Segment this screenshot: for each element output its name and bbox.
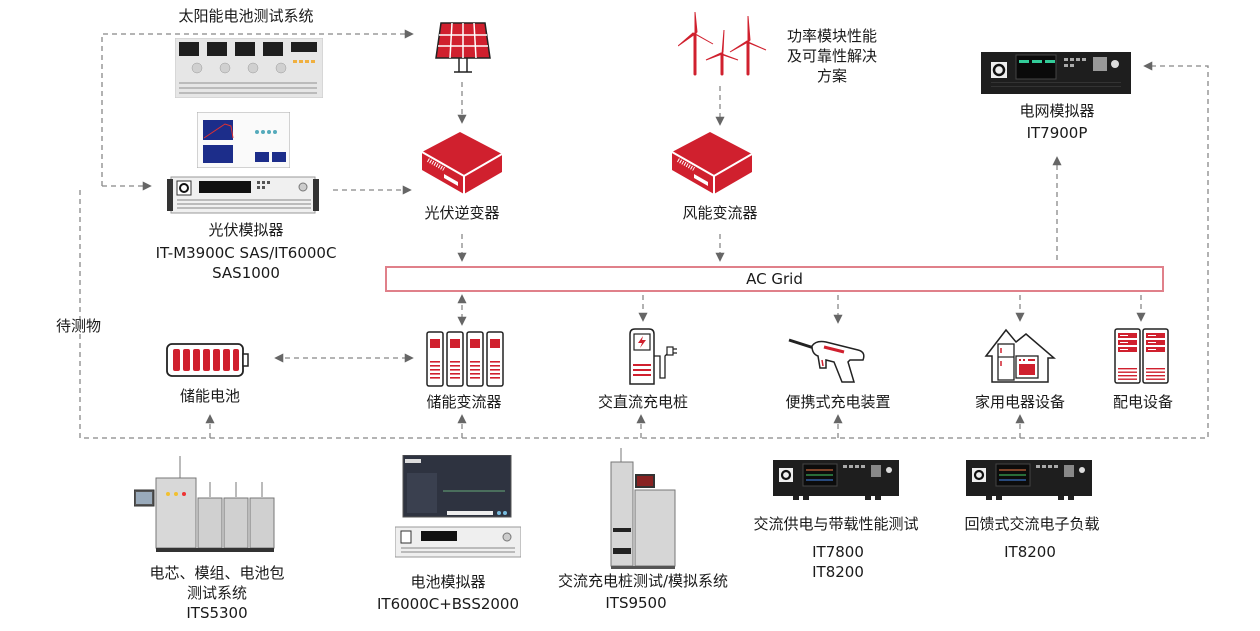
bottom-it7800-line3: IT8200: [812, 563, 864, 581]
it8200-device: [966, 460, 1092, 500]
dut-label-distribution: 配电设备: [1112, 393, 1174, 411]
pv-simulator-device: [167, 176, 319, 214]
solar-test-system-label: 太阳能电池测试系统: [178, 7, 314, 25]
battery-icon: [166, 343, 249, 377]
pv-inverter-icon: [421, 132, 503, 194]
storage-converter-icon: [426, 331, 504, 387]
pv-simulator-model-2: SAS1000: [212, 264, 280, 282]
power-module-solution-line2: 及可靠性解决: [786, 47, 878, 65]
dut-label-charging-pile: 交直流充电桩: [597, 393, 689, 411]
wind-turbine-icon: [678, 11, 767, 76]
bottom-battery-sim-line1: 电池模拟器: [410, 573, 486, 591]
power-module-solution-line3: 方案: [816, 67, 848, 85]
grid-simulator-device: [981, 52, 1131, 94]
bottom-it7800-line1: 交流供电与带载性能测试: [753, 515, 919, 533]
bottom-it8200-line1: 回馈式交流电子负载: [964, 515, 1100, 533]
charging-gun-icon: [788, 338, 865, 383]
bottom-its9500-line1: 交流充电桩测试/模拟系统: [557, 572, 729, 590]
distribution-cabinet-icon: [1114, 328, 1169, 384]
wire-dut-loop: [79, 61, 1209, 439]
bottom-its5300-line3: ITS5300: [186, 604, 248, 622]
dut-label-storage-converter: 储能变流器: [426, 393, 502, 411]
wind-converter-icon: [671, 132, 753, 194]
battery-simulator-device: [395, 455, 521, 558]
it7800-device: [773, 460, 899, 500]
bottom-its5300-line1: 电芯、模组、电池包: [149, 564, 285, 582]
dut-label-charging-gun: 便携式充电装置: [785, 393, 891, 411]
its5300-system-device: [134, 456, 275, 552]
pv-simulator-model-1: IT-M3900C SAS/IT6000C: [155, 244, 337, 262]
dut-label-battery: 储能电池: [179, 387, 241, 405]
power-module-solution-line1: 功率模块性能: [786, 27, 878, 45]
grid-simulator-title: 电网模拟器: [1019, 102, 1095, 120]
its9500-system-device: [610, 448, 676, 569]
ac-grid-bar: AC Grid: [385, 266, 1164, 292]
bottom-its5300-line2: 测试系统: [186, 584, 248, 602]
dut-label-home-appliance: 家用电器设备: [974, 393, 1066, 411]
dut-label: 待测物: [56, 317, 102, 335]
home-appliance-icon: [984, 328, 1056, 383]
charging-pile-icon: [629, 328, 677, 385]
pv-software-screen: [197, 112, 290, 168]
wind-converter-label: 风能变流器: [682, 204, 758, 222]
bottom-its9500-line2: ITS9500: [605, 594, 667, 612]
ac-grid-label: AC Grid: [746, 270, 803, 288]
pv-inverter-label: 光伏逆变器: [424, 204, 500, 222]
bottom-battery-sim-line2: IT6000C+BSS2000: [376, 595, 520, 613]
grid-simulator-model: IT7900P: [1026, 124, 1088, 142]
pv-simulator-title: 光伏模拟器: [208, 221, 284, 239]
solar-panel-icon: [435, 22, 491, 73]
bottom-it7800-line2: IT7800: [812, 543, 864, 561]
bottom-it8200-line2: IT8200: [1004, 543, 1056, 561]
solar-test-system-device: [175, 38, 323, 98]
